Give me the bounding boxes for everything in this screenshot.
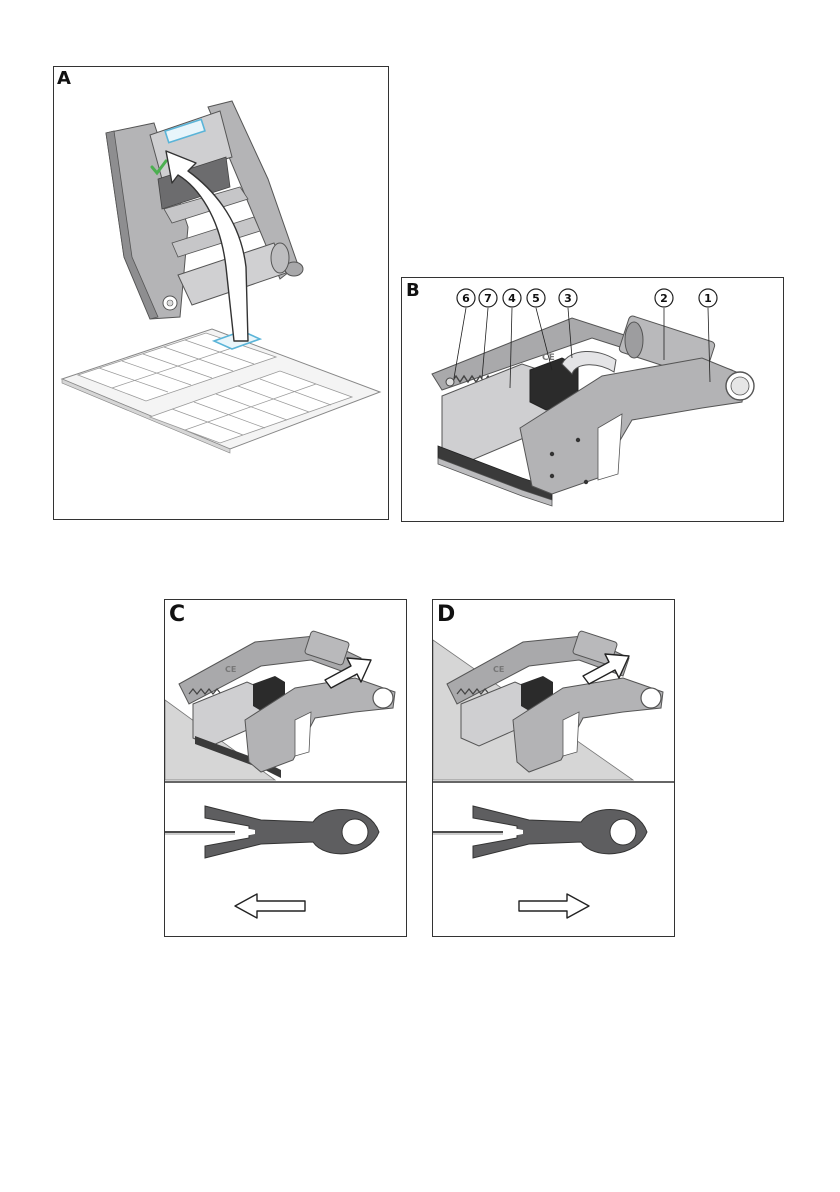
arrow-left-icon xyxy=(235,894,305,918)
panel-b-illustration: CE 6 xyxy=(402,278,783,521)
bracket-2d xyxy=(165,806,379,858)
svg-text:4: 4 xyxy=(508,292,516,305)
callout-5: 5 xyxy=(527,289,545,307)
callout-3: 3 xyxy=(559,289,577,307)
svg-text:3: 3 xyxy=(564,292,572,305)
svg-text:1: 1 xyxy=(704,292,712,305)
panel-c-letter: C xyxy=(169,602,185,627)
panel-a-illustration xyxy=(54,67,388,519)
callout-4: 4 xyxy=(503,289,521,307)
svg-text:6: 6 xyxy=(462,292,470,305)
panel-b: B CE xyxy=(401,277,784,522)
panel-a-letter: A xyxy=(57,68,71,89)
callout-7: 7 xyxy=(479,289,497,307)
svg-text:7: 7 xyxy=(484,292,492,305)
svg-text:2: 2 xyxy=(660,292,668,305)
label-sheet xyxy=(62,329,380,453)
panel-d-illustration: CE xyxy=(433,600,674,936)
panel-b-letter: B xyxy=(406,280,420,301)
panel-a: A xyxy=(53,66,389,520)
callout-6: 6 xyxy=(457,289,475,307)
labelling-tool xyxy=(106,101,303,319)
panel-d: D CE xyxy=(432,599,675,937)
panel-c: C CE xyxy=(164,599,407,937)
ce-mark: CE xyxy=(493,665,504,674)
callout-2: 2 xyxy=(655,289,673,307)
panel-c-illustration: CE xyxy=(165,600,406,936)
panel-d-letter: D xyxy=(437,602,455,627)
svg-text:5: 5 xyxy=(532,292,540,305)
bracket-2d xyxy=(433,806,647,858)
ce-mark: CE xyxy=(225,665,236,674)
release-handle xyxy=(562,351,616,374)
arrow-right-icon xyxy=(519,894,589,918)
callout-1: 1 xyxy=(699,289,717,307)
